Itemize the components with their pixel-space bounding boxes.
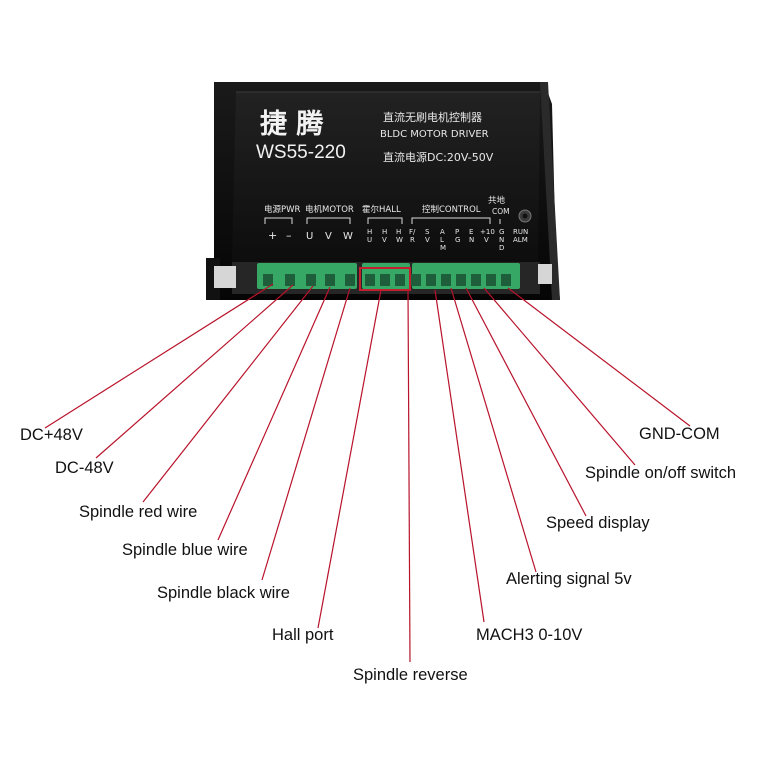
callout-label-spindle-reverse: Spindle reverse	[353, 666, 468, 684]
callout-leader-line	[407, 289, 411, 663]
brand-logo: 捷 腾	[260, 109, 324, 140]
group-brackets	[264, 217, 501, 224]
terminal-slot	[486, 274, 496, 286]
callout-label-hall-port: Hall port	[272, 626, 334, 644]
callout-leader-line	[217, 286, 331, 541]
terminal-slot	[325, 274, 335, 286]
pin-pwr-plus: +	[268, 229, 277, 242]
terminal-slot	[411, 274, 421, 286]
terminal-slot	[345, 274, 355, 286]
pin-motor-u: U	[306, 231, 313, 242]
model-number: WS55-220	[256, 142, 346, 163]
terminal-slot	[395, 274, 405, 286]
callout-label-speed: Speed display	[546, 514, 650, 532]
callout-label-dc-minus: DC-48V	[55, 459, 114, 477]
supply-rating: 直流电源DC:20V-50V	[383, 150, 494, 164]
callout-leader-line	[261, 287, 351, 581]
terminal-slot	[380, 274, 390, 286]
callout-leader-line	[317, 289, 382, 629]
callout-label-red-wire: Spindle red wire	[79, 503, 197, 521]
group-pwr: 电源PWR	[264, 204, 301, 215]
device-label: 捷 腾 WS55-220 直流无刷电机控制器 BLDC MOTOR DRIVER…	[256, 109, 532, 252]
terminal-slot	[263, 274, 273, 286]
pin-control-fr: F/R	[409, 228, 416, 244]
group-com-cn: 共地	[488, 195, 506, 206]
title-en: BLDC MOTOR DRIVER	[380, 129, 489, 140]
pin-motor-w: W	[343, 231, 353, 242]
pin-pwr-minus: –	[286, 229, 292, 242]
terminal-slot	[365, 274, 375, 286]
callout-leader-line	[483, 287, 636, 466]
callout-leader-line	[142, 285, 314, 503]
terminal-slot	[456, 274, 466, 286]
callout-leader-line	[434, 289, 485, 623]
device-housing	[232, 91, 540, 262]
callout-label-gnd-com: GND-COM	[639, 425, 720, 443]
callout-leader-line	[507, 287, 691, 427]
pin-motor-v: V	[325, 231, 332, 242]
callout-label-blue-wire: Spindle blue wire	[122, 541, 248, 559]
callout-label-on-off: Spindle on/off switch	[585, 464, 736, 482]
callout-label-mach3: MACH3 0-10V	[476, 626, 582, 644]
group-com-en: COM	[492, 207, 510, 216]
callout-leaders	[44, 283, 691, 663]
terminal-slot	[306, 274, 316, 286]
callout-leader-line	[450, 287, 537, 573]
terminal-slots	[263, 274, 511, 286]
callout-label-black-wire: Spindle black wire	[157, 584, 290, 602]
side-sticker	[214, 266, 236, 288]
group-control: 控制CONTROL	[422, 204, 481, 215]
group-motor: 电机MOTOR	[305, 204, 354, 215]
terminal-slot	[285, 274, 295, 286]
hall-port-highlight	[359, 267, 411, 291]
group-hall: 霍尔HALL	[362, 204, 401, 215]
callout-leader-line	[44, 283, 274, 429]
callout-label-dc-plus: DC+48V	[20, 426, 83, 444]
title-cn: 直流无刷电机控制器	[383, 110, 482, 124]
callout-leader-line	[95, 284, 294, 459]
callout-labels: DC+48V DC-48V Spindle red wire Spindle b…	[20, 425, 736, 684]
terminal-slot	[471, 274, 481, 286]
callout-label-alerting: Alerting signal 5v	[506, 570, 632, 588]
terminal-slot	[441, 274, 451, 286]
callout-leader-line	[465, 287, 587, 517]
terminal-slot	[426, 274, 436, 286]
terminal-strip	[214, 262, 552, 294]
terminal-slot	[501, 274, 511, 286]
